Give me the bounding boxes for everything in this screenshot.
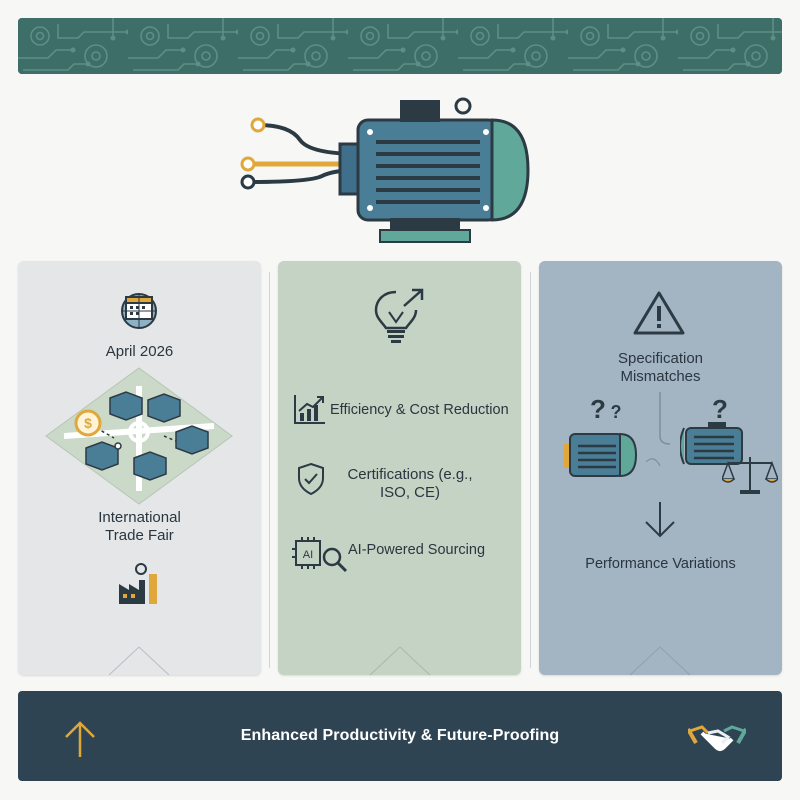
footer-bar: Enhanced Productivity & Future-Proofing: [18, 691, 782, 781]
svg-text:?: ?: [611, 402, 622, 422]
electric-motor-icon: [240, 97, 530, 243]
risk-title-line2: Mismatches: [620, 368, 701, 385]
event-name-line1: International: [98, 509, 181, 526]
benefit-certifications-line2: ISO, CE): [379, 484, 440, 501]
lightbulb-arrow-icon: [374, 288, 424, 343]
warning-icon: [633, 291, 685, 335]
motor-question-icon: ? ?: [564, 394, 638, 478]
handshake-icon: [688, 725, 746, 751]
city-map-icon: [45, 367, 233, 505]
connector-line: [645, 392, 671, 467]
shield-check-icon: [298, 462, 324, 496]
arrow-down-icon: [645, 502, 675, 538]
footer-tagline: Enhanced Productivity & Future-Proofing: [240, 727, 560, 744]
header-banner: [18, 18, 782, 74]
svg-text:?: ?: [590, 394, 606, 424]
svg-text:AI: AI: [303, 549, 313, 561]
dollar-coin-icon: $: [74, 409, 102, 437]
ai-chip-search-icon: AI: [292, 537, 348, 573]
risk-title-line1: Specification: [617, 350, 704, 367]
arrow-up-icon: [65, 721, 95, 757]
panel-divider: [530, 272, 531, 668]
chart-up-icon: [294, 395, 325, 424]
panel-divider: [269, 272, 270, 668]
panel-notch: [369, 646, 431, 676]
benefit-efficiency: Efficiency & Cost Reduction: [330, 402, 509, 418]
panel-notch: [629, 646, 691, 676]
panel-notch: [108, 646, 170, 676]
event-name-line2: Trade Fair: [105, 527, 174, 544]
factory-icon: [119, 563, 157, 604]
scale-icon: [722, 457, 778, 494]
svg-text:$: $: [84, 415, 92, 431]
calendar-globe-icon: [121, 293, 157, 329]
risk-performance-variations: Performance Variations: [585, 556, 736, 572]
event-date: April 2026: [105, 343, 174, 360]
benefit-certifications-line1: Certifications (e.g.,: [347, 466, 473, 483]
svg-text:?: ?: [712, 394, 728, 424]
building-icon: [85, 391, 209, 481]
benefit-ai-sourcing: AI-Powered Sourcing: [348, 542, 486, 558]
circuit-gear-pattern: [18, 18, 782, 74]
motor-question-icon: ?: [680, 394, 743, 465]
